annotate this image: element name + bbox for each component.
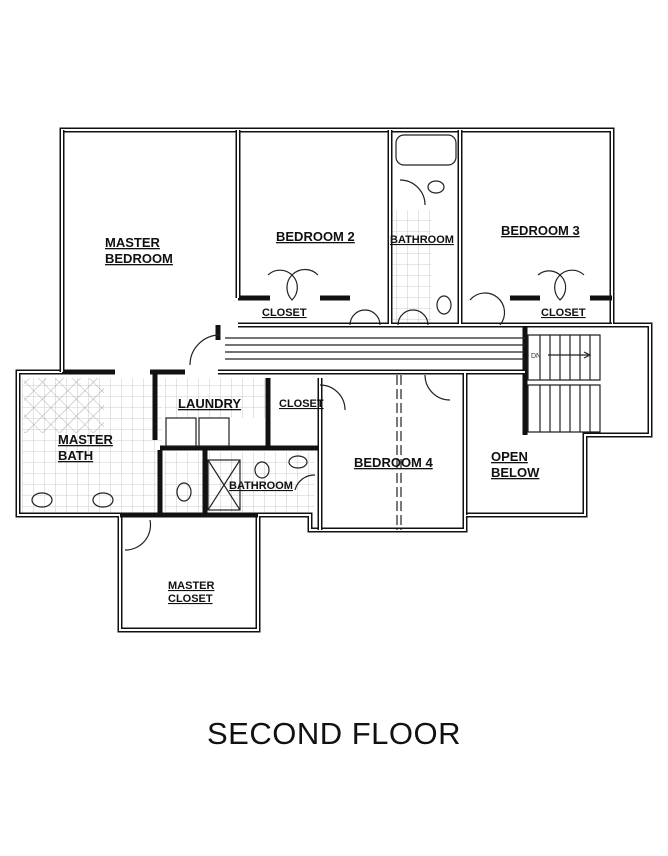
doors[interactable] [124, 179, 585, 551]
master-bedroom-label-1: MASTER [105, 235, 161, 250]
toilet-icon [254, 461, 270, 479]
bedroom4-label: BEDROOM 4 [354, 455, 434, 470]
bathroom-lower-label: BATHROOM [229, 480, 293, 492]
sink-icon [92, 492, 114, 508]
toilet-icon [176, 482, 192, 502]
hallway-lines [225, 337, 525, 360]
sink-icon [31, 492, 53, 508]
fixtures [31, 134, 457, 530]
open-below-label-2: BELOW [491, 465, 540, 480]
stairs-down-label: DN [531, 353, 541, 360]
master-bedroom-label-2: BEDROOM [105, 251, 173, 266]
bathroom-upper-tile [393, 210, 431, 322]
stairs[interactable] [527, 334, 601, 433]
master-closet-label-1: MASTER [168, 580, 215, 592]
master-bath-label-2: BATH [58, 448, 93, 463]
master-shower-tile [24, 378, 104, 433]
sink-icon [288, 455, 308, 469]
master-closet-label-2: CLOSET [168, 593, 213, 605]
closet-bedroom3-label: CLOSET [541, 307, 586, 319]
dryer-icon [198, 417, 230, 447]
toilet-icon [427, 180, 445, 194]
master-bath-label-1: MASTER [58, 432, 114, 447]
closet-mid-label: CLOSET [279, 398, 324, 410]
laundry-tile [164, 378, 267, 418]
open-below-label-1: OPEN [491, 449, 528, 464]
bedroom2-label: BEDROOM 2 [276, 229, 355, 244]
bathtub-icon [395, 134, 457, 166]
washer-icon [165, 417, 197, 447]
sink-icon [436, 295, 452, 315]
closet-bedroom2-label: CLOSET [262, 307, 307, 319]
shower-icon [207, 459, 241, 511]
floor-title: SECOND FLOOR [206, 716, 462, 751]
walls [15, 127, 653, 633]
bathroom-upper-label: BATHROOM [390, 234, 454, 246]
bedroom3-label: BEDROOM 3 [501, 223, 580, 238]
laundry-label: LAUNDRY [178, 396, 241, 411]
